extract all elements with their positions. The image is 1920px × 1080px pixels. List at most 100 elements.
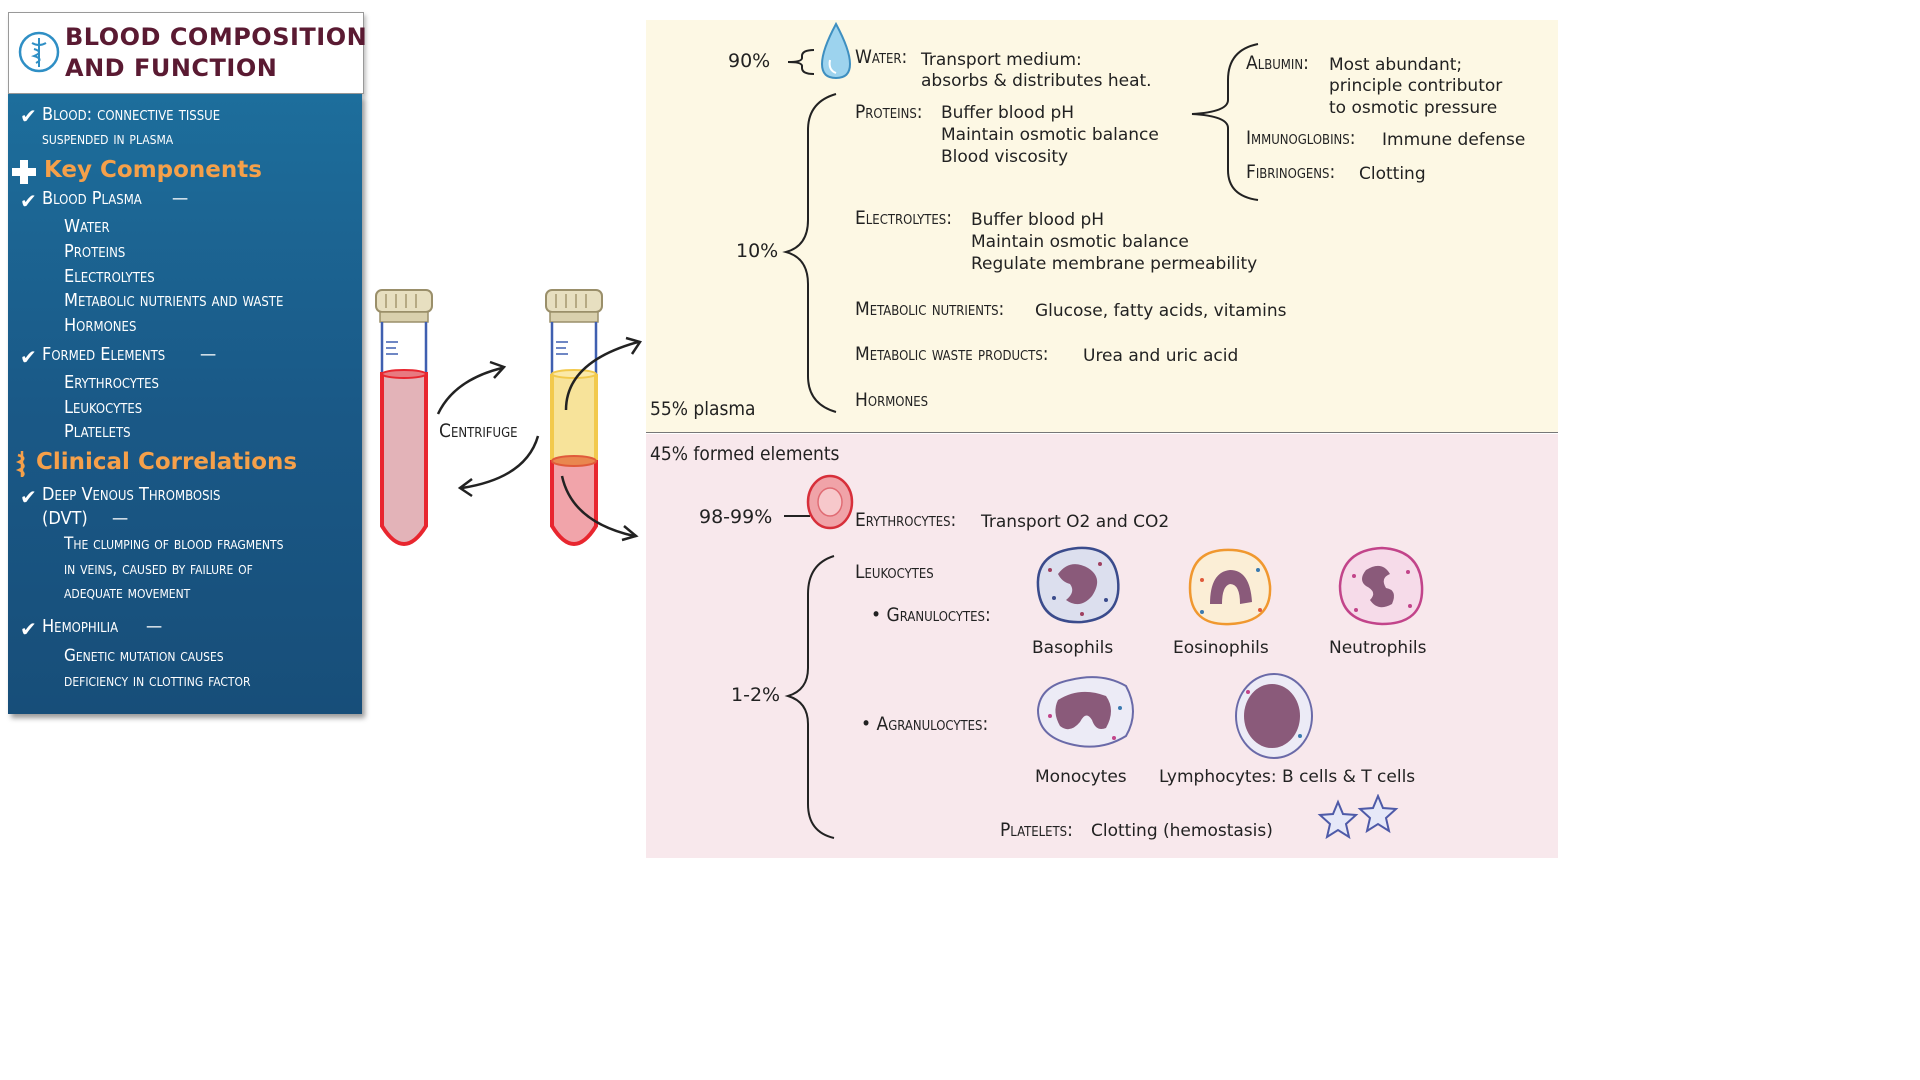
hemophilia-desc: deficiency in clotting factor [64, 671, 251, 691]
intro-line-1: Blood: connective tissue [42, 104, 221, 125]
water-percent: 90% [728, 50, 771, 72]
agranulocytes-heading: • Agranulocytes: [861, 713, 989, 735]
dash: — [112, 508, 129, 529]
plasma-item: Electrolytes [64, 266, 155, 287]
title-line-2: AND FUNCTION [65, 54, 278, 82]
electrolytes-heading: Electrolytes: [855, 207, 952, 229]
page-title: BLOOD COMPOSITION AND FUNCTION [65, 22, 367, 84]
dash: — [172, 188, 189, 209]
nutrients-desc: Glucose, fatty acids, vitamins [1035, 301, 1287, 321]
star-icon [1317, 799, 1359, 840]
centrifuge-label: Centrifuge [439, 420, 518, 442]
checkmark-icon: ✔ [20, 104, 37, 128]
formed-elements-panel [646, 434, 1558, 858]
water-desc: absorbs & distributes heat. [921, 71, 1152, 91]
platelets-icons [1317, 794, 1399, 840]
immunoglobins-heading: Immunoglobins: [1246, 127, 1356, 149]
waste-heading: Metabolic waste products: [855, 343, 1049, 365]
title-box [8, 12, 364, 94]
hemophilia-heading: Hemophilia [42, 616, 119, 637]
proteins-desc: Maintain osmotic balance [941, 125, 1159, 145]
leukocytes-percent: 1-2% [731, 684, 781, 706]
nutrients-heading: Metabolic nutrients: [855, 298, 1005, 320]
proteins-desc: Buffer blood pH [941, 103, 1075, 123]
electrolytes-desc: Maintain osmotic balance [971, 232, 1189, 252]
eosinophils-label: Eosinophils [1173, 638, 1269, 658]
albumin-desc: to osmotic pressure [1329, 98, 1498, 118]
checkmark-icon: ✔ [20, 617, 37, 641]
fibrinogens-heading: Fibrinogens: [1246, 161, 1336, 183]
monocytes-label: Monocytes [1035, 767, 1127, 787]
neutrophil-icon [1338, 546, 1424, 626]
formed-elements-heading: Formed Elements [42, 344, 166, 365]
plasma-item: Metabolic nutrients and waste [64, 290, 284, 311]
formed-item: Erythrocytes [64, 372, 159, 393]
plasma-item: Proteins [64, 241, 126, 262]
hormones-heading: Hormones [855, 389, 929, 411]
key-components-heading: Key Components [44, 157, 262, 183]
electrolytes-desc: Regulate membrane permeability [971, 254, 1258, 274]
other-solutes-percent: 10% [736, 240, 779, 262]
title-line-1: BLOOD COMPOSITION [65, 23, 368, 51]
dash: — [146, 616, 163, 637]
lymphocytes-label: Lymphocytes: B cells & T cells [1159, 767, 1416, 787]
dvt-desc: adequate movement [64, 583, 191, 603]
albumin-desc: principle contributor [1329, 76, 1503, 96]
water-desc: Transport medium: [921, 50, 1082, 70]
clinical-correlations-heading: Clinical Correlations [36, 449, 298, 475]
proteins-heading: Proteins: [855, 101, 923, 123]
lymphocyte-icon [1235, 673, 1313, 759]
basophils-label: Basophils [1032, 638, 1114, 658]
erythrocyte-icon [806, 474, 854, 530]
waste-desc: Urea and uric acid [1083, 346, 1239, 366]
basophil-icon [1036, 546, 1120, 624]
intro-line-2: suspended in plasma [42, 129, 174, 149]
water-heading: Water: [855, 46, 908, 68]
electrolytes-desc: Buffer blood pH [971, 210, 1105, 230]
granulocytes-heading: • Granulocytes: [871, 604, 991, 626]
leukocytes-heading: Leukocytes [855, 561, 934, 583]
leukocyte-cells [1036, 546, 1424, 759]
plasma-item: Water [64, 216, 110, 237]
albumin-heading: Albumin: [1246, 52, 1309, 74]
proteins-desc: Blood viscosity [941, 147, 1069, 167]
caduceus-icon [18, 31, 60, 73]
plasma-item: Hormones [64, 315, 137, 336]
whole-blood-tube [375, 289, 433, 546]
checkmark-icon: ✔ [20, 485, 37, 509]
albumin-desc: Most abundant; [1329, 55, 1463, 75]
centrifuge-diagram [375, 289, 642, 546]
plus-icon [12, 160, 36, 184]
plasma-panel [646, 20, 1558, 432]
erythrocytes-percent: 98-99% [699, 506, 773, 528]
dvt-desc: in veins, caused by failure of [64, 559, 253, 579]
dvt-desc: The clumping of blood fragments [64, 534, 284, 554]
neutrophils-label: Neutrophils [1329, 638, 1427, 658]
plasma-panel-label: 55% plasma [650, 398, 756, 420]
checkmark-icon: ✔ [20, 345, 37, 369]
blood-plasma-heading: Blood Plasma [42, 188, 142, 209]
platelets-heading: Platelets: [1000, 819, 1073, 841]
checkmark-icon: ✔ [20, 189, 37, 213]
separated-blood-tube [545, 289, 603, 546]
formed-panel-label: 45% formed elements [650, 443, 840, 465]
snake-staff-icon [15, 451, 25, 477]
monocyte-icon [1036, 676, 1134, 748]
fibrinogens-desc: Clotting [1359, 164, 1426, 184]
formed-item: Leukocytes [64, 397, 143, 418]
dash: — [200, 344, 217, 365]
panel-divider [646, 432, 1558, 433]
dvt-abbrev: (DVT) [42, 508, 88, 529]
brace-lines [782, 21, 1259, 839]
water-drop-icon [820, 21, 852, 80]
sidebar-panel [8, 94, 362, 714]
immunoglobins-desc: Immune defense [1382, 130, 1526, 150]
hemophilia-desc: Genetic mutation causes [64, 646, 224, 666]
dvt-heading: Deep Venous Thrombosis [42, 484, 221, 505]
platelets-desc: Clotting (hemostasis) [1091, 821, 1273, 841]
erythrocytes-desc: Transport O2 and CO2 [981, 512, 1170, 532]
eosinophil-icon [1188, 548, 1272, 626]
formed-item: Platelets [64, 421, 131, 442]
star-icon [1357, 794, 1399, 834]
erythrocytes-heading: Erythrocytes: [855, 509, 957, 531]
